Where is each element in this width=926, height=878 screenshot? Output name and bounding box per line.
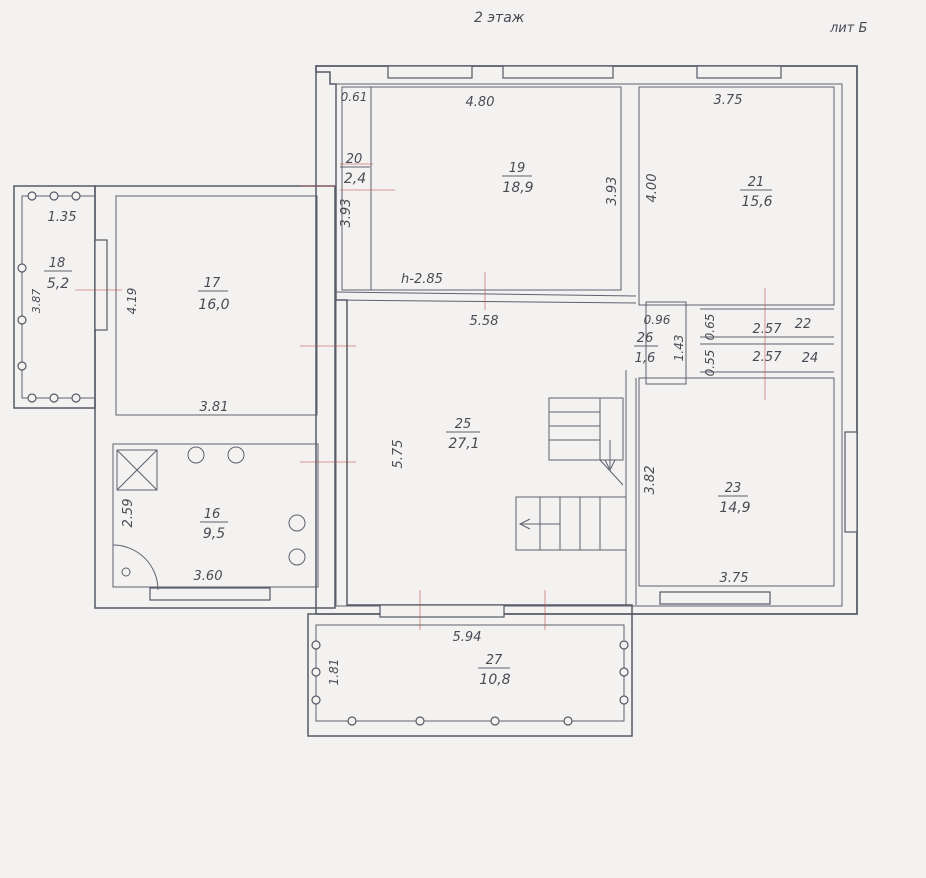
room-16: 16 9,5 [200,507,228,542]
room-20-area: 2,4 [344,171,366,187]
dimension-label: 2.57 [753,350,783,365]
dimension-label: 1.43 [672,335,686,362]
dimension-label: 0.55 [703,350,717,377]
window [379,604,505,618]
floor-title: 2 этаж [474,10,525,26]
sink [227,446,245,464]
dimension-label: 3.93 [339,199,354,228]
room-25: 25 27,1 [446,417,480,452]
room-17-area: 16,0 [198,297,229,313]
dimension-label: 3.60 [194,569,223,584]
dimension-label: 2.57 [753,322,783,337]
room-20-number: 20 [346,152,363,167]
staircase [515,397,627,551]
dimension-label: 3.75 [714,93,743,108]
dimension-label: 4.80 [466,95,495,110]
dimension-label: 0.96 [644,313,671,327]
outer-walls [13,65,858,737]
liter-label: лит Б [829,21,867,36]
dimension-label: 2.59 [121,499,136,528]
room-18: 18 5,2 [44,256,72,292]
room-16-number: 16 [204,507,221,522]
room-17: 17 16,0 [198,276,230,313]
balcony-posts [17,191,629,726]
window [94,239,108,331]
window [696,65,782,79]
dimension-label: 3.87 [30,289,43,314]
room-20: 20 2,4 [340,152,370,187]
window [502,65,614,79]
door-swing [112,544,159,591]
shower-tray [116,449,158,491]
room-17-number: 17 [204,276,221,291]
dimension-label: 5.94 [453,630,482,645]
bathroom-fixtures [112,446,306,591]
room-26-number: 26 [637,331,654,346]
room-25-area: 27,1 [448,436,479,452]
dimension-label: 3.93 [605,177,620,206]
dimension-label: h-2.85 [401,272,443,287]
room-labels: 16 9,5 17 16,0 18 5,2 19 18,9 20 2,4 21 … [44,152,818,688]
window [844,431,858,533]
room-25-number: 25 [455,417,472,432]
room-23-number: 23 [725,481,742,496]
corridor-24-label: 24 [802,351,819,366]
room-27-number: 27 [486,653,503,668]
dimension-label: 4.19 [125,288,139,315]
dimension-label: 1.81 [327,659,341,686]
toilet [288,548,306,566]
room-26-area: 1,6 [635,351,656,366]
dimension-label: 0.61 [341,90,368,104]
partitions [335,86,835,605]
room-18-number: 18 [49,256,66,271]
corridor-22-label: 22 [795,317,812,332]
window [659,591,771,605]
windows [94,65,858,618]
room-27: 27 10,8 [478,653,511,688]
room-19-area: 18,9 [502,180,533,196]
dimension-labels: 0.61 4.80 3.75 3.93 4.00 3.93 h-2.85 1.3… [30,90,782,685]
room-27-area: 10,8 [479,672,510,688]
room-26: 26 1,6 [634,331,658,366]
dimension-label: 1.35 [48,210,77,225]
room-23: 23 14,9 [718,481,751,516]
room-19-number: 19 [509,161,526,176]
dimension-label: 0.65 [703,314,717,341]
dimension-label: 3.82 [643,466,658,495]
dimension-label: 5.75 [391,440,406,469]
dimension-label: 3.81 [200,400,229,415]
window [387,65,473,79]
dimension-label: 5.58 [470,314,499,329]
room-21-number: 21 [748,175,765,190]
dimension-label: 3.75 [720,571,749,586]
sink [187,446,205,464]
room-23-area: 14,9 [719,500,750,516]
guide-lines [75,163,766,630]
dimension-label: 4.00 [645,174,660,203]
room-21-area: 15,6 [741,194,772,210]
room-19: 19 18,9 [502,161,534,196]
room-16-area: 9,5 [203,526,225,542]
room-21: 21 15,6 [740,175,773,210]
window [149,587,271,601]
room-18-area: 5,2 [47,276,69,292]
bidet [288,514,306,532]
